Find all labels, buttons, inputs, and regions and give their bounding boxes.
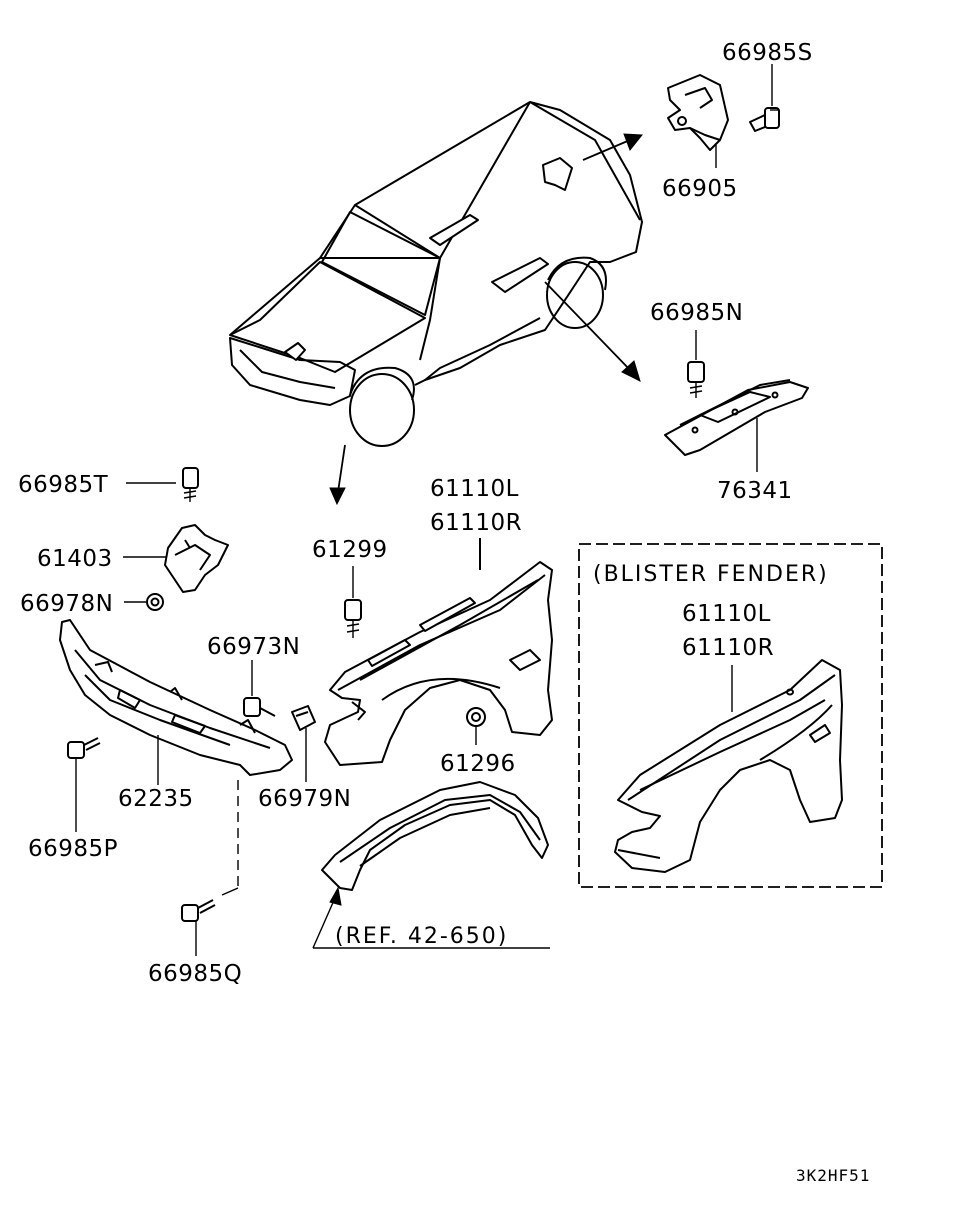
reference-label: (REF. 42-650) — [335, 924, 508, 949]
nut-61296 — [466, 707, 486, 745]
label-blister-61110R: 61110R — [682, 635, 774, 661]
bracket-66905 — [667, 74, 729, 168]
bolt-66973N — [243, 660, 276, 717]
fender-61110 — [324, 538, 553, 766]
label-66973N: 66973N — [207, 634, 300, 660]
label-66905: 66905 — [662, 176, 738, 202]
clip-66979N — [291, 705, 316, 782]
label-66985Q: 66985Q — [148, 961, 242, 987]
label-62235: 62235 — [118, 786, 194, 812]
blister-fender-title: (BLISTER FENDER) — [593, 562, 829, 587]
label-blister-61110L: 61110L — [682, 601, 771, 627]
blister-fender-box — [578, 543, 883, 888]
bolt-66985P — [67, 737, 101, 832]
label-61110R: 61110R — [430, 510, 522, 536]
bolt-66985Q — [181, 780, 239, 956]
nut-66978N — [124, 593, 164, 611]
label-66979N: 66979N — [258, 786, 351, 812]
grille-62235 — [59, 619, 293, 785]
label-66985S: 66985S — [722, 40, 813, 66]
blister-fender-61110 — [614, 659, 843, 873]
label-61296: 61296 — [440, 751, 516, 777]
label-66985P: 66985P — [28, 836, 118, 862]
label-66978N: 66978N — [20, 591, 113, 617]
label-61299: 61299 — [312, 537, 388, 563]
part-number-labels: 66985S 66905 66985N 76341 66985T 61403 6… — [18, 40, 813, 987]
bolt-66985N — [687, 330, 705, 398]
bolt-61299 — [344, 566, 362, 638]
bolt-66985S — [749, 64, 780, 132]
label-61110L: 61110L — [430, 476, 519, 502]
diagram-code: 3K2HF51 — [796, 1166, 870, 1185]
blister-fender-labels: (BLISTER FENDER) 61110L 61110R — [593, 562, 829, 661]
callout-arrows — [329, 133, 643, 506]
wheel-liner — [312, 781, 550, 949]
label-76341: 76341 — [717, 478, 793, 504]
plate-76341 — [664, 379, 809, 472]
label-66985N: 66985N — [650, 300, 743, 326]
bolt-66985T — [126, 467, 199, 502]
bracket-61403 — [123, 524, 229, 593]
vehicle-illustration — [229, 101, 643, 447]
label-61403: 61403 — [37, 546, 113, 572]
label-66985T: 66985T — [18, 472, 109, 498]
